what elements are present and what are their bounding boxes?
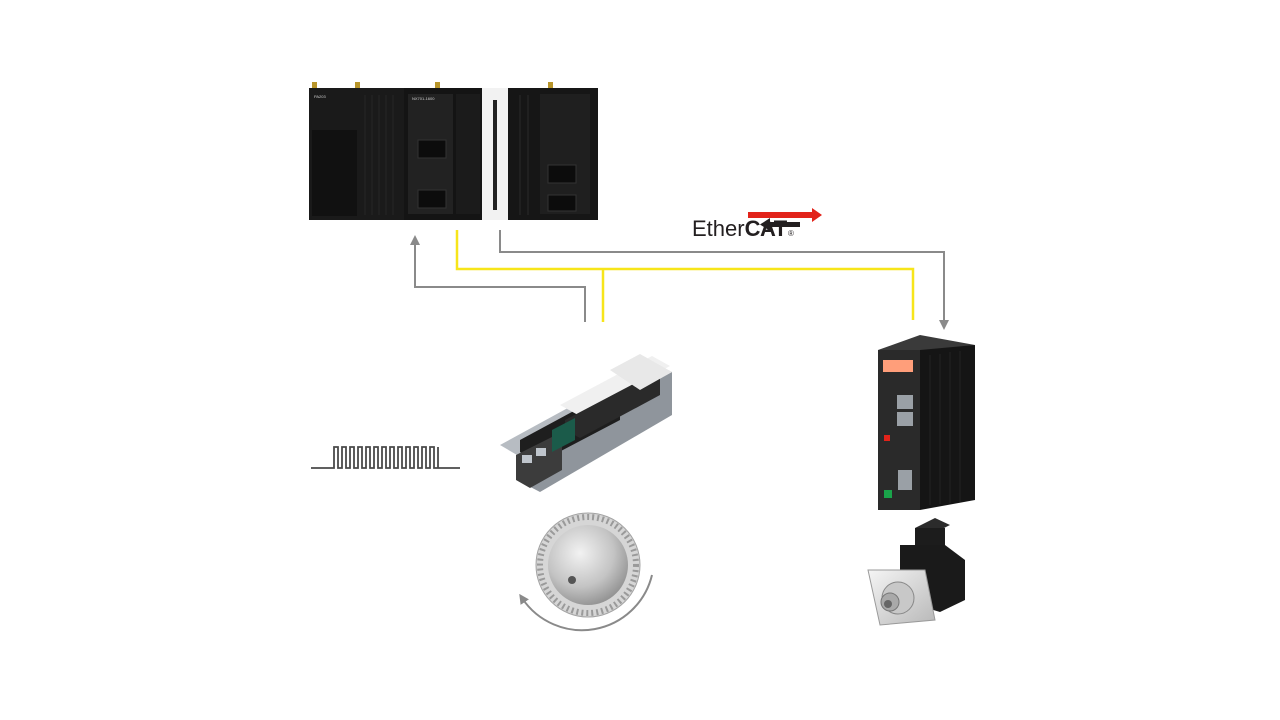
feedback-arrow — [410, 235, 586, 322]
svg-text:EtherCAT: EtherCAT — [692, 216, 788, 241]
command-arrow — [499, 230, 949, 330]
ethercat-io-coupler-icon — [500, 354, 672, 492]
rotation-arrow — [519, 574, 653, 632]
plc-controller-icon: PA203 NX701-1600 — [309, 82, 598, 220]
logo-prefix: Ether — [692, 216, 745, 241]
ethercat-bus-line — [455, 230, 915, 320]
servo-motor-icon — [867, 518, 965, 626]
manual-pulse-generator-icon — [519, 512, 653, 632]
logo-registered-mark: ® — [788, 229, 794, 238]
svg-text:PA203: PA203 — [314, 94, 326, 99]
svg-text:NX701-1600: NX701-1600 — [412, 96, 435, 101]
ethercat-logo: EtherCAT ® — [692, 208, 822, 241]
servo-drive-icon — [878, 335, 975, 510]
pulse-train-icon — [311, 446, 460, 469]
logo-arrows-icon — [748, 208, 822, 231]
